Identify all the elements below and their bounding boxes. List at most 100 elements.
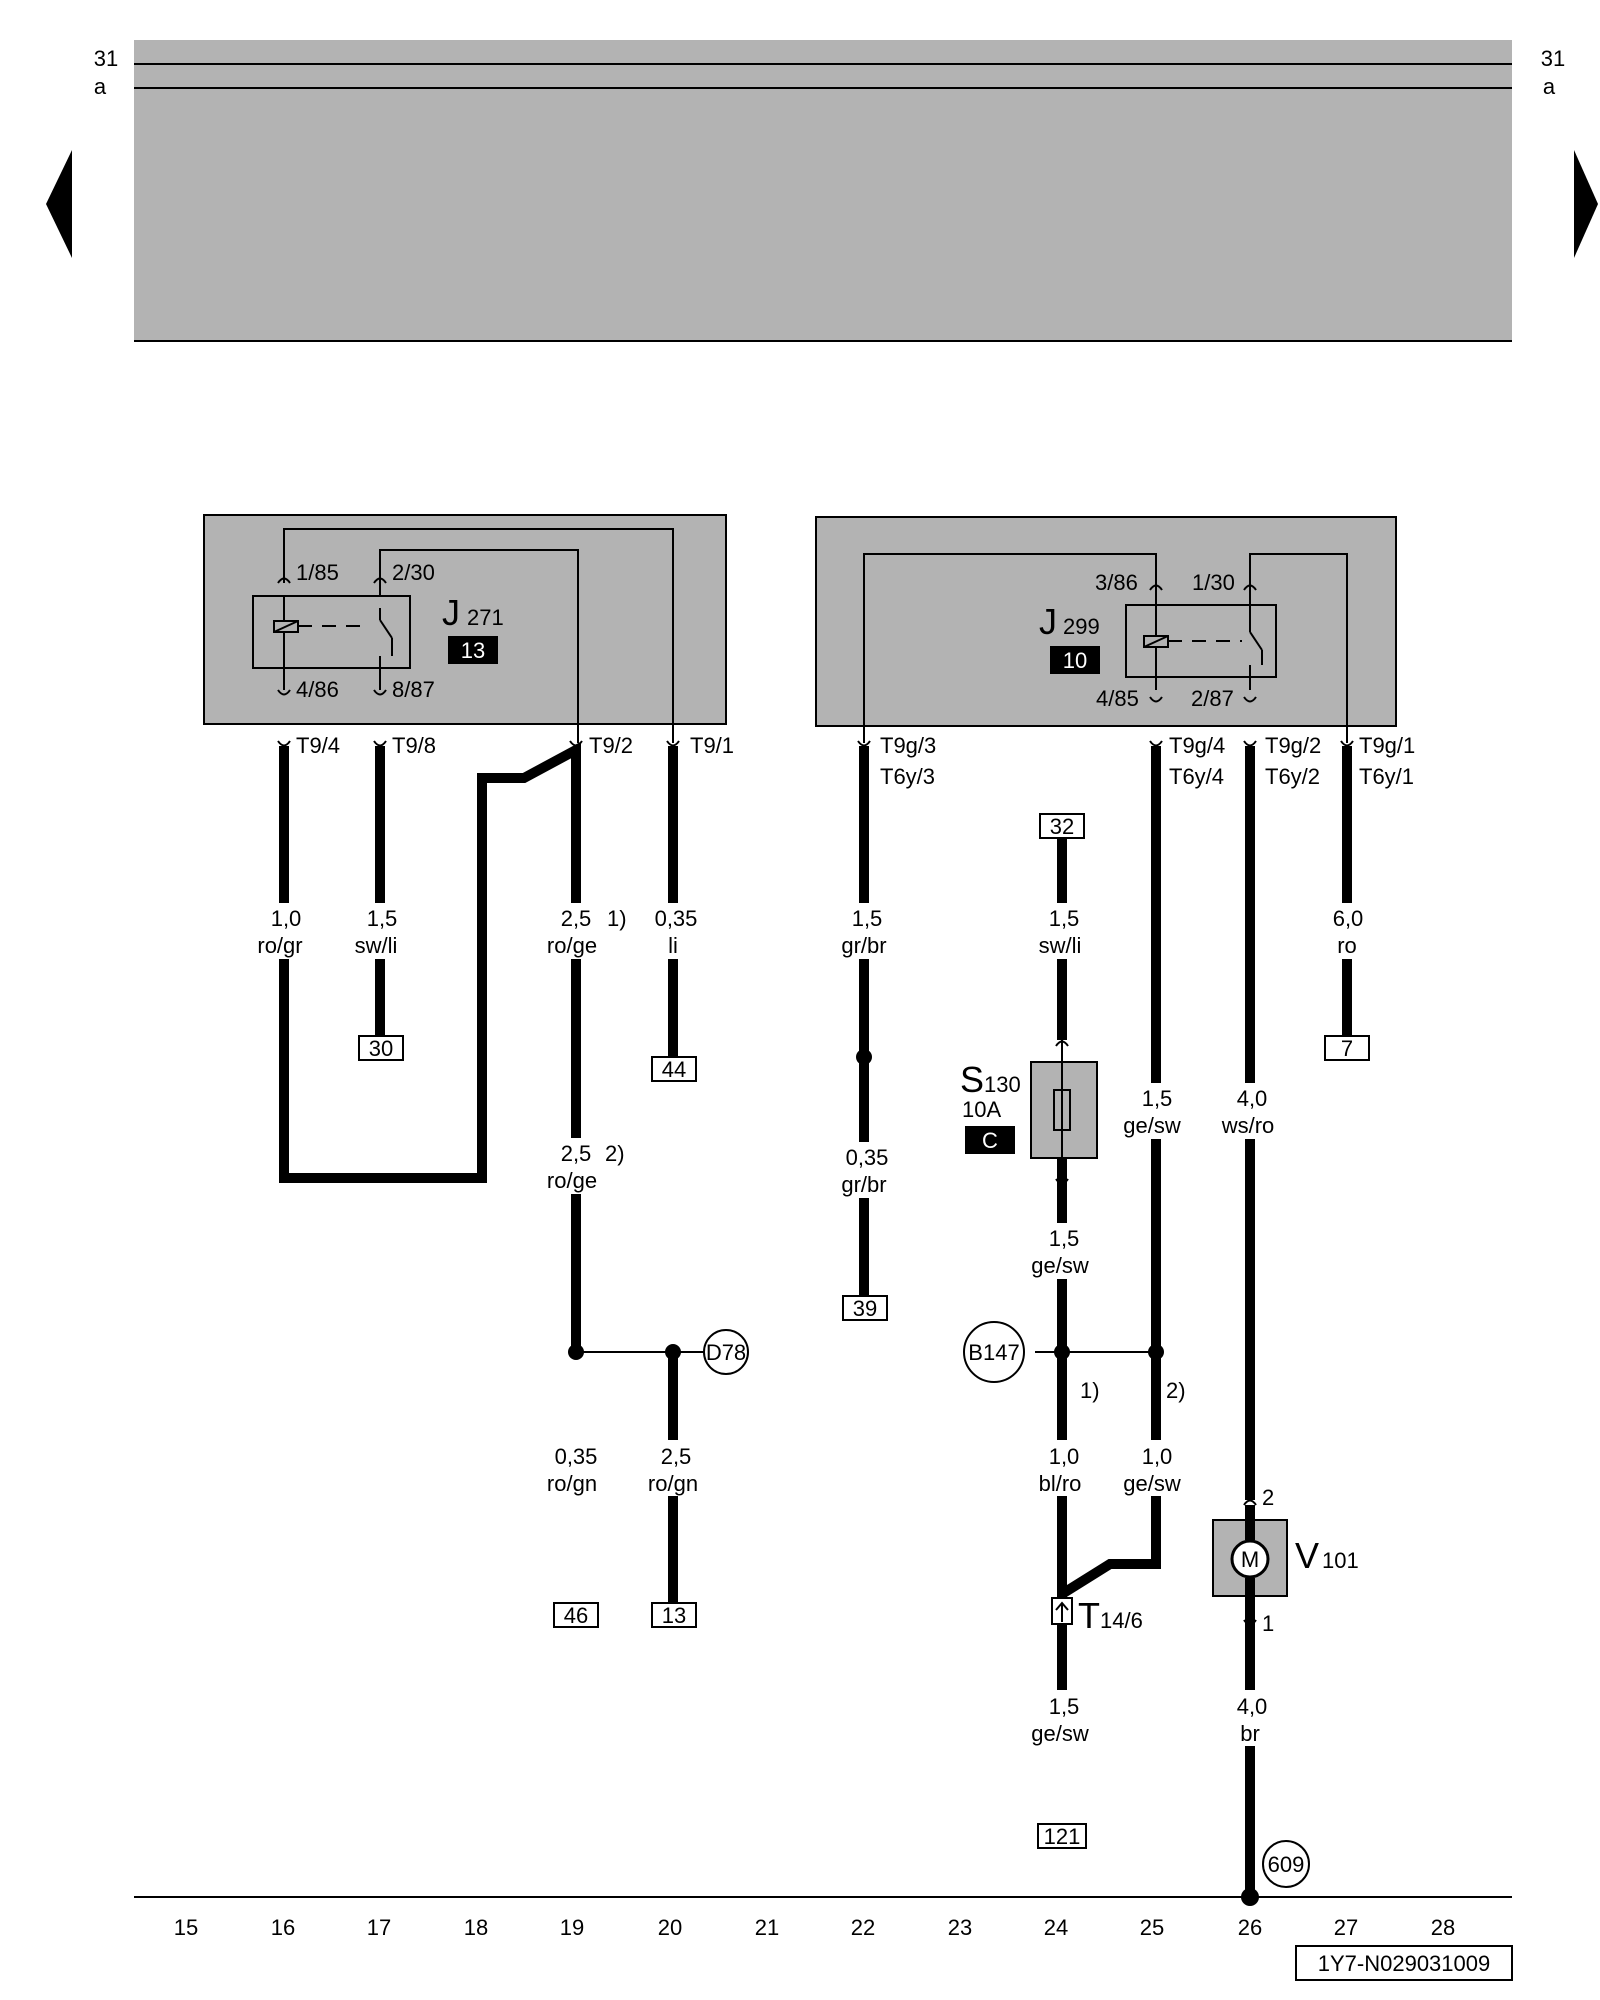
j299-conn-t9g-3: T9g/3: [880, 733, 936, 758]
relay-j271: J 271 13 1/85 2/30 4/86 8/87 T9/4 T9/8 T…: [203, 514, 734, 758]
wire-19c-size: 0,35: [555, 1444, 598, 1469]
connector-t14-number: 14/6: [1100, 1608, 1143, 1633]
wire-24b-color: ge/sw: [1031, 1253, 1089, 1278]
j299-conn-t6y-2: T6y/2: [1265, 764, 1320, 789]
next-page-arrow-icon[interactable]: [1574, 150, 1598, 258]
wire-24b-size: 1,5: [1049, 1226, 1080, 1251]
wire-20a-color: li: [668, 933, 678, 958]
j299-conn-t6y-4: T6y/4: [1169, 764, 1224, 789]
j271-badge: 13: [461, 638, 485, 663]
wire-24c-color: bl/ro: [1039, 1471, 1082, 1496]
column-28: 28: [1431, 1915, 1455, 1940]
motor-symbol: M: [1241, 1547, 1259, 1572]
wire-24a-color: sw/li: [1039, 933, 1082, 958]
wire-20b-size: 2,5: [661, 1444, 692, 1469]
wire-19c-color: ro/gn: [547, 1471, 597, 1496]
wire-25b-size: 1,0: [1142, 1444, 1173, 1469]
column-21: 21: [755, 1915, 779, 1940]
wire-24d-size: 1,5: [1049, 1694, 1080, 1719]
j299-conn-t6y-3: T6y/3: [880, 764, 935, 789]
fuse-badge-bg: [965, 1126, 1015, 1154]
wire-19a-size: 2,5: [561, 906, 592, 931]
column-16: 16: [271, 1915, 295, 1940]
column-20: 20: [658, 1915, 682, 1940]
wire-19b-color: ro/ge: [547, 1168, 597, 1193]
node-609: 609: [1268, 1852, 1305, 1877]
wire-26a-size: 4,0: [1237, 1086, 1268, 1111]
column-19: 19: [560, 1915, 584, 1940]
wire-19a-note: 1): [607, 906, 627, 931]
j271-pin-4-86: 4/86: [296, 677, 339, 702]
header-band: [134, 40, 1512, 341]
terminal-30: 30: [369, 1036, 393, 1061]
wire-22a-size: 1,5: [852, 906, 883, 931]
wire-20a-size: 0,35: [655, 906, 698, 931]
j299-pin-2-87: 2/87: [1191, 686, 1234, 711]
wire-16-size: 1,0: [271, 906, 302, 931]
j271-letter: J: [442, 592, 460, 633]
terminal-121: 121: [1044, 1824, 1081, 1849]
wire-22b-color: gr/br: [841, 1172, 886, 1197]
wire-25b-color: ge/sw: [1123, 1471, 1181, 1496]
column-18: 18: [464, 1915, 488, 1940]
wire-25a-color: ge/sw: [1123, 1113, 1181, 1138]
j271-conn-t9-8: T9/8: [392, 733, 436, 758]
wire-24a-size: 1,5: [1049, 906, 1080, 931]
connector-t14-letter: T: [1078, 1595, 1100, 1636]
wire-22b-size: 0,35: [846, 1145, 889, 1170]
j271-conn-t9-4: T9/4: [296, 733, 340, 758]
wire-25a-size: 1,5: [1142, 1086, 1173, 1111]
j299-pin-1-30: 1/30: [1192, 570, 1235, 595]
j271-badge-bg: [448, 636, 498, 664]
wire-17-color: sw/li: [355, 933, 398, 958]
terminal-39: 39: [853, 1296, 877, 1321]
wire-labels: 1,0 ro/gr 1,5 sw/li 2,5 1) ro/ge 2,5 2) …: [246, 903, 1386, 1746]
wire-19b-size: 2,5: [561, 1141, 592, 1166]
terminal-7: 7: [1341, 1036, 1353, 1061]
wire-20b-color: ro/gn: [648, 1471, 698, 1496]
column-26: 26: [1238, 1915, 1262, 1940]
row-label-top-left: 31: [94, 46, 118, 71]
pin-arrows: [277, 577, 1354, 1626]
column-17: 17: [367, 1915, 391, 1940]
j299-conn-t9g-1: T9g/1: [1359, 733, 1415, 758]
column-22: 22: [851, 1915, 875, 1940]
node-d78: D78: [706, 1340, 746, 1365]
fuse-letter: S: [960, 1059, 984, 1100]
column-23: 23: [948, 1915, 972, 1940]
fuse-s130: S 130 10A C: [960, 1059, 1098, 1159]
terminal-44: 44: [662, 1057, 686, 1082]
j271-conn-t9-1: T9/1: [690, 733, 734, 758]
column-numbers: 15 16 17 18 19 20 21 22 23 24 25 26 27 2…: [174, 1915, 1455, 1940]
j299-conn-t9g-4: T9g/4: [1169, 733, 1225, 758]
j271-conn-t9-2: T9/2: [589, 733, 633, 758]
wire-27-color: ro: [1337, 933, 1357, 958]
j299-pin-3-86: 3/86: [1095, 570, 1138, 595]
j299-letter: J: [1039, 601, 1057, 642]
wires: [279, 741, 1352, 1897]
column-15: 15: [174, 1915, 198, 1940]
wire-26b-color: br: [1240, 1721, 1260, 1746]
terminals: 30 44 46 13 39 32 121 7: [358, 813, 1370, 1849]
terminal-32: 32: [1050, 814, 1074, 839]
column-25: 25: [1140, 1915, 1164, 1940]
fuse-badge: C: [982, 1128, 998, 1153]
j271-pin-8-87: 8/87: [392, 677, 435, 702]
wire-26a-color: ws/ro: [1221, 1113, 1275, 1138]
terminal-13: 13: [662, 1603, 686, 1628]
j299-pin-4-85: 4/85: [1096, 686, 1139, 711]
j271-pin-2-30: 2/30: [392, 560, 435, 585]
relay-j299: J 299 10 3/86 1/30 4/85 2/87 T9g/3 T6y/3…: [815, 516, 1415, 789]
wire-19b-note: 2): [605, 1141, 625, 1166]
j299-badge: 10: [1063, 648, 1087, 673]
document-code: 1Y7-N029031009: [1318, 1951, 1490, 1976]
previous-page-arrow-icon[interactable]: [46, 150, 72, 258]
j299-conn-t6y-1: T6y/1: [1359, 764, 1414, 789]
fuse-number: 130: [984, 1072, 1021, 1097]
node-b147: B147: [968, 1340, 1019, 1365]
motor-pin-2: 2: [1262, 1485, 1274, 1510]
row-label-bottom-right: a: [1543, 74, 1556, 99]
j299-number: 299: [1063, 614, 1100, 639]
j271-pin-1-85: 1/85: [296, 560, 339, 585]
